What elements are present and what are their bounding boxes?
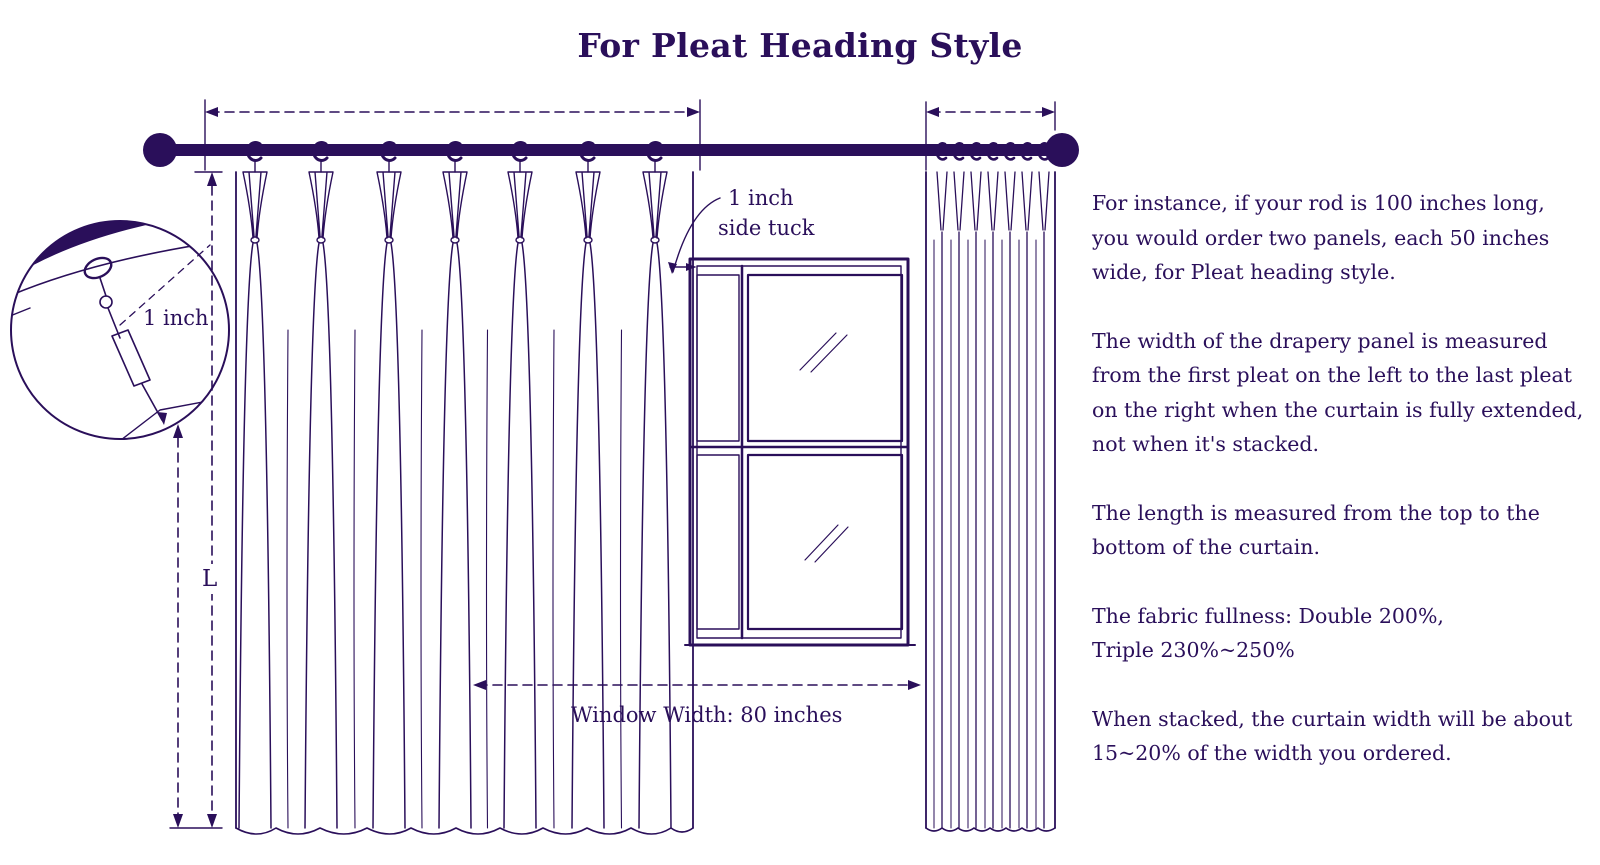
- pleat-head: [642, 171, 668, 239]
- explanation-notes: For instance, if your rod is 100 inches …: [1092, 186, 1592, 805]
- fold-line: [353, 329, 356, 829]
- note-stacked-width: When stacked, the curtain width will be …: [1092, 706, 1573, 766]
- curtain-ring-icon: [935, 142, 948, 161]
- left-curtain-rings: [246, 140, 663, 173]
- length-label: L: [200, 564, 220, 594]
- fold-line: [238, 242, 272, 829]
- fold-line: [967, 239, 969, 829]
- curtain-ring-icon: [952, 142, 965, 161]
- fold-line: [420, 329, 423, 829]
- fold-line: [933, 239, 935, 829]
- pleat-tack: [450, 236, 460, 244]
- glass-reflection-icon: [799, 332, 849, 563]
- stacked-pleat: [1021, 171, 1033, 829]
- curtain-ring-icon: [1003, 142, 1016, 161]
- fold-line: [1018, 239, 1020, 829]
- side-tuck-label-line1: 1 inch: [728, 186, 794, 210]
- fold-line: [286, 329, 289, 829]
- fold-line: [438, 242, 472, 829]
- stacked-pleat: [1038, 171, 1050, 829]
- pleat-tack: [384, 236, 394, 244]
- curtain-ring-icon: [1020, 142, 1033, 161]
- pleat-head: [575, 171, 601, 239]
- note-length: The length is measured from the top to t…: [1092, 500, 1540, 560]
- fold-line: [950, 239, 952, 829]
- window-width-dimension: [473, 680, 921, 690]
- left-curtain-panel: [235, 171, 694, 835]
- pleat-tack: [583, 236, 593, 244]
- curtain-ring-icon: [646, 140, 663, 162]
- curtain-ring-icon: [246, 140, 263, 162]
- fold-line: [571, 242, 605, 829]
- pleat-head: [376, 171, 402, 239]
- fold-line: [552, 329, 555, 829]
- stacked-pleat: [953, 171, 965, 829]
- fold-line: [503, 242, 537, 829]
- pleat-head: [242, 171, 268, 239]
- curtain-rod-icon: [143, 133, 1079, 167]
- pleat-tack: [515, 236, 525, 244]
- fold-line: [638, 242, 672, 829]
- stacked-pleat: [987, 171, 999, 829]
- right-curtain-rings: [935, 142, 1050, 161]
- note-fabric-fullness: The fabric fullness: Double 200%, Triple…: [1092, 603, 1444, 663]
- fold-line: [304, 242, 338, 829]
- right-stacked-curtain: [925, 171, 1056, 832]
- pleat-head: [507, 171, 533, 239]
- fold-line: [1035, 239, 1037, 829]
- stack-width-dimension: [925, 101, 1056, 171]
- pleat-head: [442, 171, 468, 239]
- fold-line: [619, 329, 623, 829]
- fold-line: [372, 242, 406, 829]
- note-panel-width: The width of the drapery panel is measur…: [1092, 328, 1584, 457]
- detail-inch-label: 1 inch: [143, 306, 209, 330]
- stacked-pleat: [970, 171, 982, 829]
- pleat-tack: [250, 236, 260, 244]
- curtain-ring-icon: [969, 142, 982, 161]
- note-rod-example: For instance, if your rod is 100 inches …: [1092, 191, 1550, 284]
- curtain-ring-icon: [1037, 142, 1050, 161]
- pleat-tack: [316, 236, 326, 244]
- curtain-ring-icon: [446, 140, 463, 162]
- curtain-ring-icon: [986, 142, 999, 161]
- side-tuck-label-line2: side tuck: [718, 216, 815, 240]
- window: [684, 257, 916, 647]
- fold-line: [485, 329, 489, 829]
- curtain-ring-icon: [312, 140, 329, 162]
- curtain-ring-icon: [380, 140, 397, 162]
- fold-line: [1001, 239, 1003, 829]
- length-dimension: [169, 171, 223, 829]
- diagram-title: For Pleat Heading Style: [577, 26, 1023, 65]
- stacked-pleat: [936, 171, 948, 829]
- curtain-ring-icon: [579, 140, 596, 162]
- fold-line: [984, 239, 986, 829]
- stacked-pleat: [1004, 171, 1016, 829]
- window-width-label: Window Width: 80 inches: [571, 703, 843, 727]
- side-tuck-arrow: [668, 197, 721, 274]
- curtain-ring-icon: [511, 140, 528, 162]
- pleat-tack: [650, 236, 660, 244]
- pleat-hook-icon: [83, 256, 167, 425]
- panel-width-dimension: [204, 99, 701, 171]
- pleat-head: [308, 171, 334, 239]
